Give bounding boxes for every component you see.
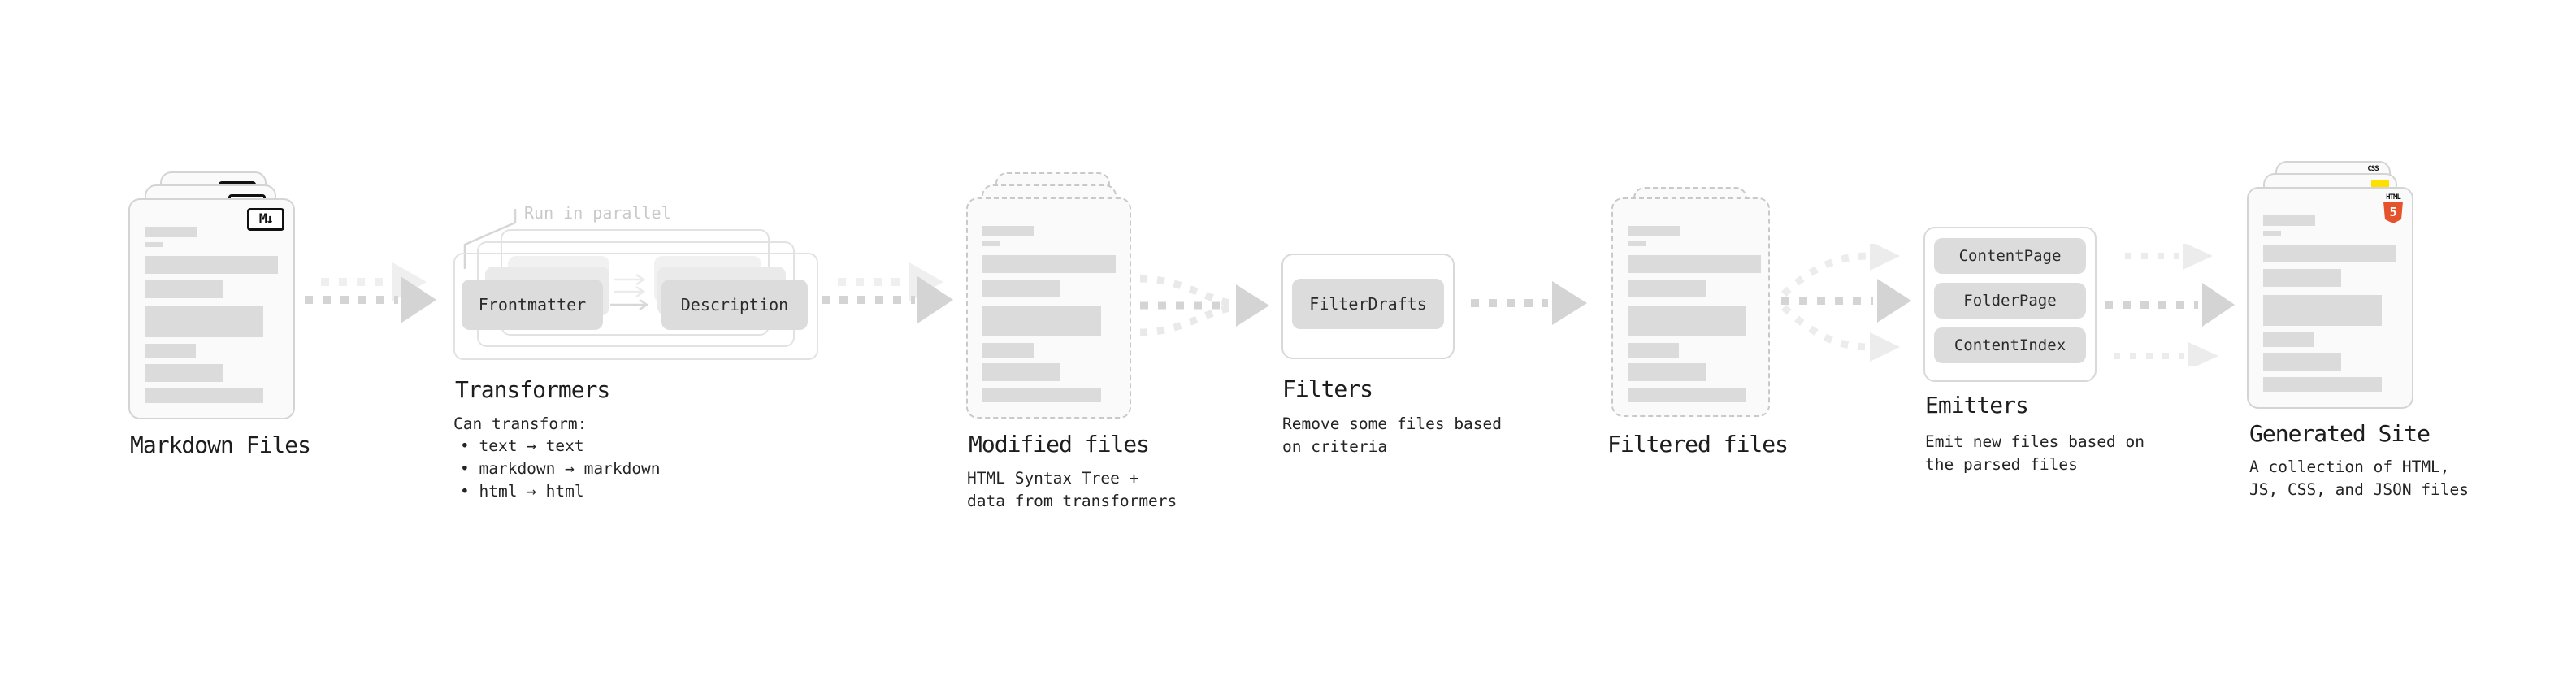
svg-text:5: 5 xyxy=(2389,205,2396,219)
stage-description-line: HTML Syntax Tree + xyxy=(967,469,1139,488)
emitter-pill-contentindex: ContentIndex xyxy=(1934,327,2086,363)
emitter-pill-contentpage: ContentPage xyxy=(1934,238,2086,274)
file-card-front xyxy=(966,197,1131,419)
stage-title-transformers: Transformers xyxy=(455,376,610,403)
transform-bullet: • text → text xyxy=(460,436,584,455)
transform-bullet: • html → html xyxy=(460,482,584,501)
annotation-callout-line xyxy=(463,209,517,269)
stage-title-modified: Modified files xyxy=(969,431,1150,458)
html5-shield-icon: 5 xyxy=(2383,202,2403,223)
placeholder-bar xyxy=(2263,332,2314,347)
file-card-front: M↓ xyxy=(128,198,295,419)
stage-title-markdown: Markdown Files xyxy=(130,432,311,458)
stage-description-line: data from transformers xyxy=(967,492,1177,510)
placeholder-bar xyxy=(1628,226,1680,236)
placeholder-bar xyxy=(1628,363,1706,381)
transformer-pill-description: Description xyxy=(661,280,808,330)
parallel-arrows-icon xyxy=(2105,244,2235,366)
file-card-front: HTML 5 xyxy=(2247,187,2413,409)
placeholder-bar xyxy=(1628,343,1679,358)
placeholder-bar xyxy=(1628,241,1646,246)
stage-description-line: Emit new files based on xyxy=(1925,432,2145,451)
stage-description-line: JS, CSS, and JSON files xyxy=(2249,480,2470,499)
stage-title-emitters: Emitters xyxy=(1925,392,2029,419)
emitter-pill-folderpage: FolderPage xyxy=(1934,283,2086,319)
pill-arrow-icons xyxy=(610,273,649,311)
placeholder-bar xyxy=(145,280,223,298)
placeholder-bar xyxy=(145,242,163,247)
transformer-pill-frontmatter: Frontmatter xyxy=(462,280,603,330)
placeholder-bar xyxy=(982,226,1034,236)
placeholder-bar xyxy=(2263,245,2396,262)
markdown-icon: M↓ xyxy=(247,208,284,231)
placeholder-bar xyxy=(145,344,196,358)
transformer-layer-box-front xyxy=(453,253,818,360)
stage-description-line: Remove some files based xyxy=(1282,414,1503,433)
placeholder-bar xyxy=(982,255,1116,273)
placeholder-bar xyxy=(1628,306,1746,336)
placeholder-bar xyxy=(2263,295,2382,326)
stage-description-line: on criteria xyxy=(1282,437,1388,456)
diverge-arrow-icon xyxy=(1780,244,1911,362)
placeholder-bar xyxy=(145,364,223,382)
stacked-dashed-arrow-icon xyxy=(822,262,953,323)
placeholder-bar xyxy=(982,241,1000,246)
placeholder-bar xyxy=(145,306,263,337)
stage-title-generated: Generated Site xyxy=(2249,420,2431,447)
placeholder-bar xyxy=(1628,280,1706,297)
placeholder-bar xyxy=(982,306,1101,336)
stage-title-filtered: Filtered files xyxy=(1607,431,1789,458)
file-card-front xyxy=(1611,197,1770,417)
placeholder-bar xyxy=(1628,255,1761,273)
placeholder-bar xyxy=(1628,388,1746,402)
converge-arrow-icon xyxy=(1139,275,1269,336)
placeholder-bar xyxy=(982,280,1060,297)
placeholder-bar xyxy=(982,388,1101,402)
stage-title-filters: Filters xyxy=(1282,375,1373,402)
placeholder-bar xyxy=(145,388,263,403)
transform-bullet: • markdown → markdown xyxy=(460,459,661,478)
filter-pill-filterdrafts: FilterDrafts xyxy=(1292,279,1444,329)
stage-description-line: the parsed files xyxy=(1925,455,2078,474)
placeholder-bar xyxy=(2263,231,2281,236)
placeholder-bar xyxy=(2263,353,2341,371)
stacked-dashed-arrow-icon xyxy=(305,262,436,323)
placeholder-bar xyxy=(2263,269,2341,287)
stage-description-line: A collection of HTML, xyxy=(2249,458,2450,476)
run-in-parallel-annotation: Run in parallel xyxy=(524,203,671,223)
placeholder-bar xyxy=(2263,215,2315,226)
html5-badge: HTML 5 xyxy=(2383,193,2404,228)
placeholder-bar xyxy=(982,363,1060,381)
dashed-arrow-icon xyxy=(1471,281,1587,325)
stage-description-line: Can transform: xyxy=(453,414,588,433)
placeholder-bar xyxy=(982,343,1034,358)
placeholder-bar xyxy=(145,256,278,274)
placeholder-bar xyxy=(2263,377,2382,392)
placeholder-bar xyxy=(145,227,197,237)
